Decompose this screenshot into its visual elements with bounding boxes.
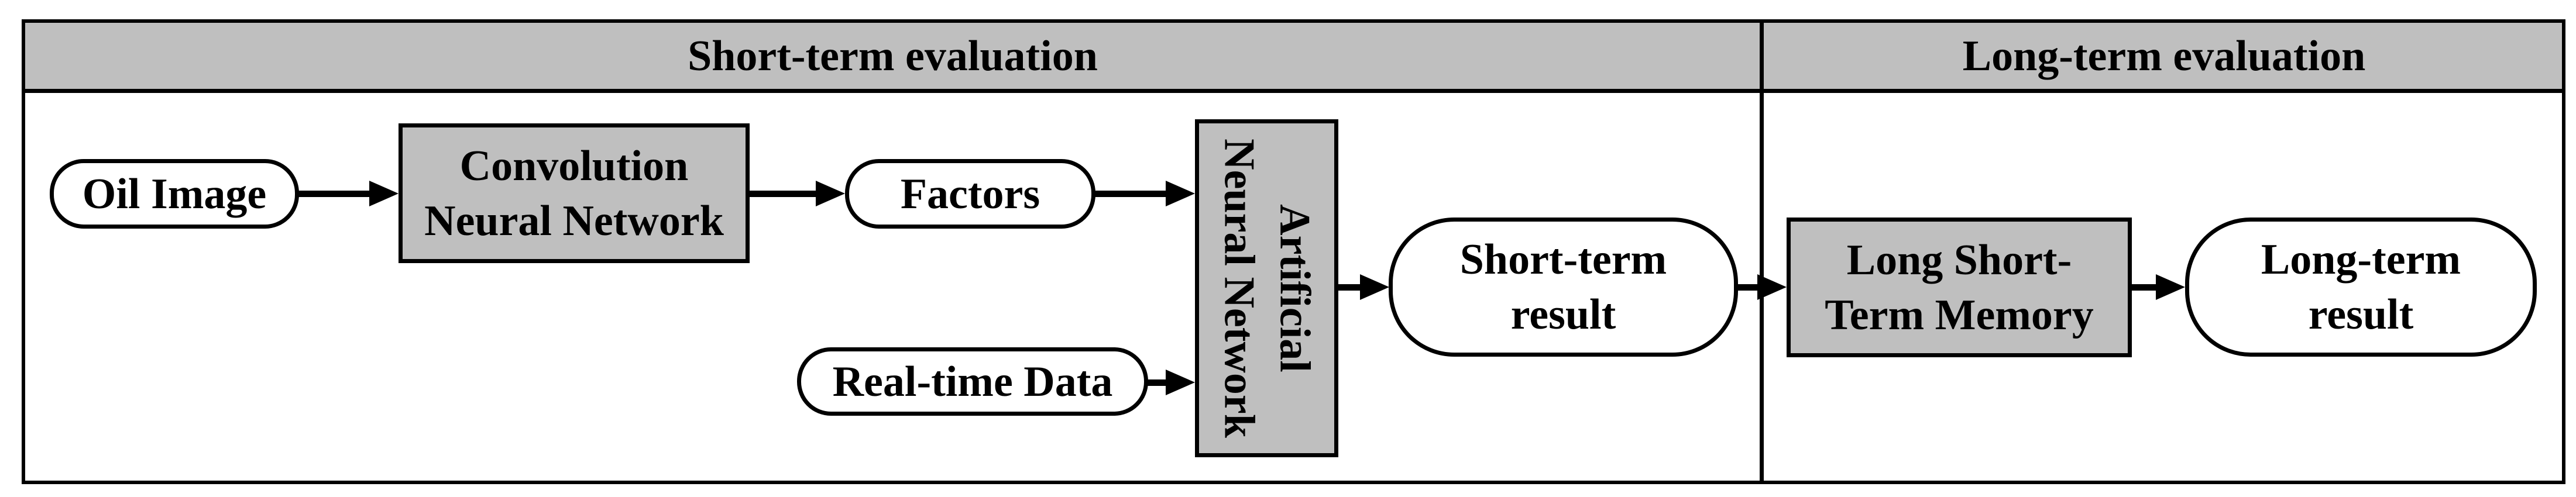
node-long-term-result: Long-term result (2185, 218, 2537, 357)
node-cnn-label: Convolution Neural Network (424, 139, 724, 248)
arrowhead (2156, 274, 2185, 300)
arrow-shaft (297, 191, 372, 197)
arrowhead (1757, 274, 1787, 300)
node-long-term-result-label: Long-term result (2261, 232, 2461, 342)
node-factors-label: Factors (900, 170, 1040, 218)
node-convolution-neural-network: Convolution Neural Network (399, 123, 750, 263)
header-long-term-evaluation: Long-term evaluation (1962, 32, 2366, 80)
arrow-shaft (2130, 284, 2158, 291)
header-short-term-evaluation: Short-term evaluation (688, 32, 1098, 80)
arrow-shaft (1337, 284, 1362, 291)
node-long-term-result-line1: Long-term (2261, 236, 2461, 284)
arrowhead (816, 181, 845, 206)
node-short-term-result: Short-term result (1389, 218, 1738, 357)
node-oil-image-label: Oil Image (82, 170, 267, 218)
node-cnn-line2: Neural Network (424, 196, 724, 245)
arrowhead (1166, 181, 1195, 206)
node-ann-rotated-label: Artificial Neural Network (1199, 123, 1334, 453)
node-ann-line1: Artificial (1270, 204, 1319, 372)
node-real-time-data: Real-time Data (797, 347, 1148, 416)
arrow-shaft (1146, 379, 1168, 386)
arrow-shaft (1736, 284, 1760, 291)
node-long-term-result-line2: result (2308, 291, 2414, 339)
node-long-short-term-memory: Long Short- Term Memory (1787, 218, 2132, 357)
node-cnn-line1: Convolution (459, 141, 689, 190)
node-lstm-line2: Term Memory (1825, 291, 2094, 339)
node-oil-image: Oil Image (50, 159, 299, 229)
node-lstm-label: Long Short- Term Memory (1825, 233, 2094, 343)
node-lstm-line1: Long Short- (1846, 236, 2072, 284)
arrowhead (369, 181, 399, 206)
arrowhead (1360, 274, 1389, 300)
node-ann-line2: Neural Network (1215, 139, 1263, 438)
node-factors: Factors (845, 159, 1095, 229)
node-short-term-result-label: Short-term result (1460, 232, 1667, 342)
arrowhead (1166, 370, 1195, 395)
header-band (25, 23, 2562, 93)
node-artificial-neural-network: Artificial Neural Network (1195, 119, 1338, 457)
node-short-term-result-line2: result (1510, 291, 1616, 339)
arrow-shaft (748, 191, 818, 197)
node-real-time-data-label: Real-time Data (832, 357, 1113, 406)
node-short-term-result-line1: Short-term (1459, 236, 1667, 284)
section-divider (1760, 19, 1764, 484)
arrow-shaft (1094, 191, 1168, 197)
